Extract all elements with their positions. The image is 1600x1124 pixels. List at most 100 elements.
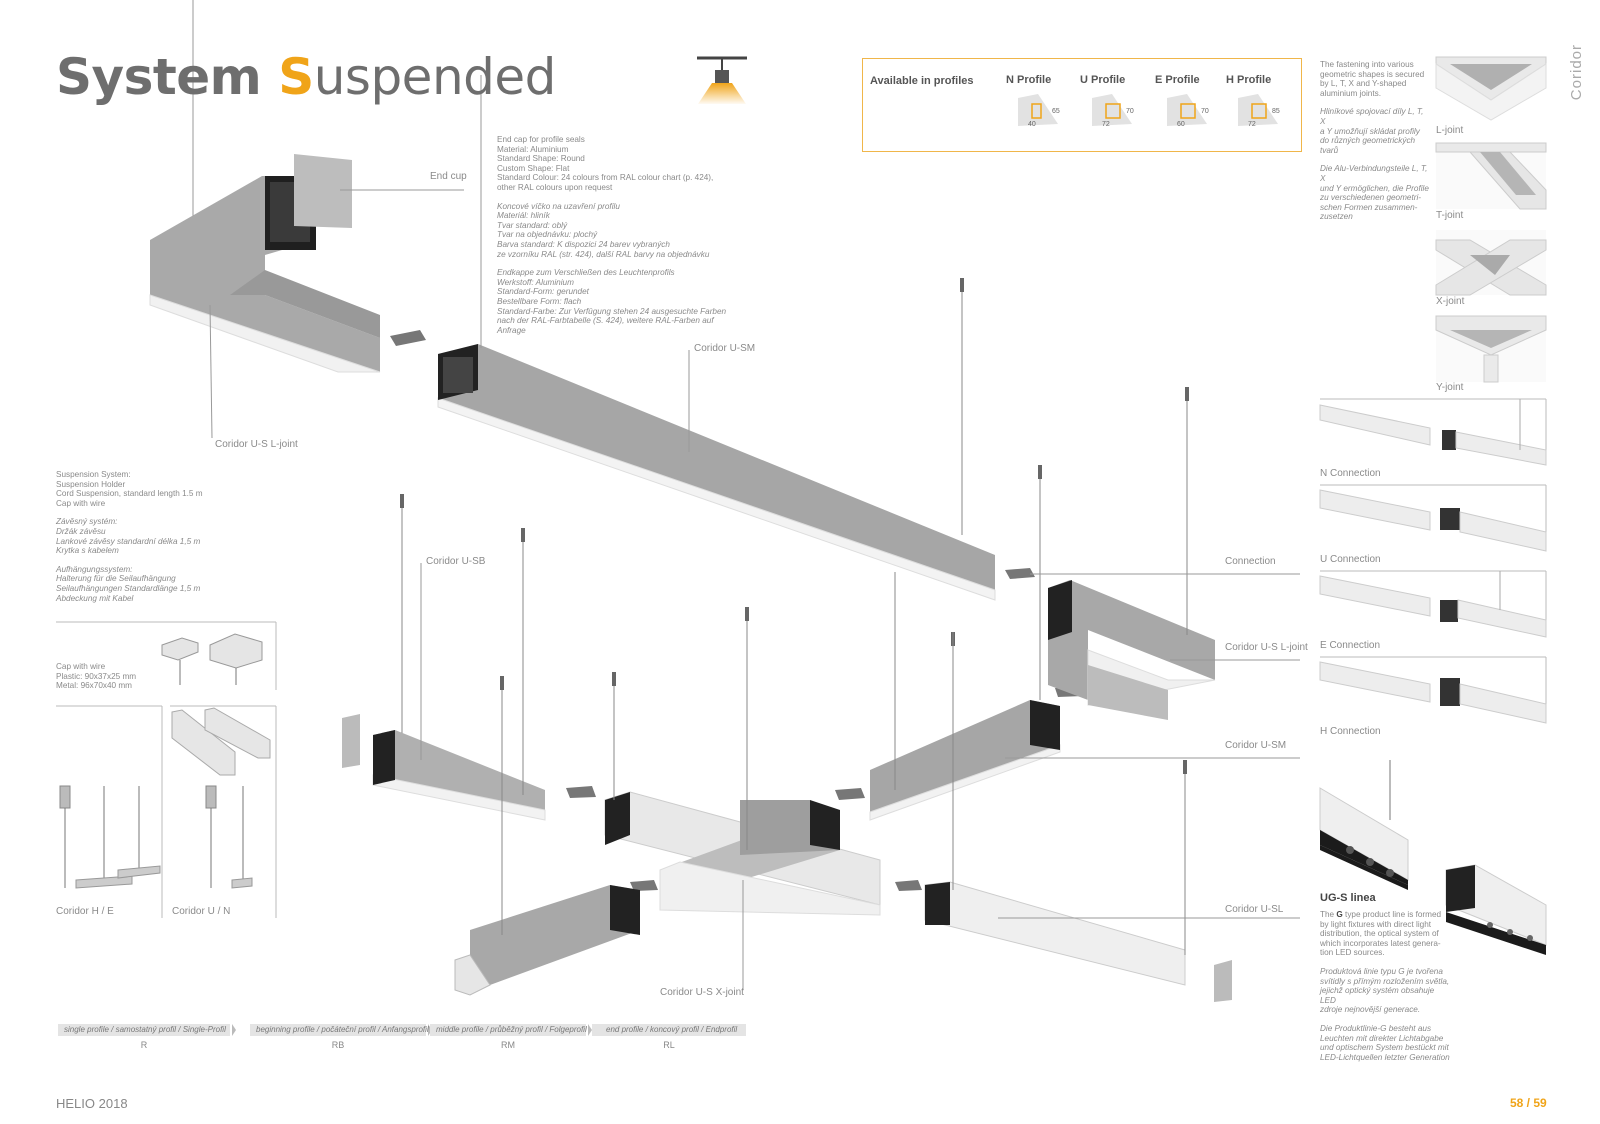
label-us-ljoint-right: Coridor U-S L-joint	[1225, 642, 1308, 653]
profile-width: 72	[1248, 121, 1256, 128]
page-number: 58 / 59	[1510, 1096, 1547, 1110]
profile-usl	[924, 881, 1232, 1002]
suspension-holders	[59, 707, 271, 889]
text-line: Standard-Farbe: Zur Verfügung stehen 24 …	[497, 306, 727, 316]
profile-name: U Profile	[1080, 74, 1126, 86]
text-line: tvarů	[1320, 145, 1339, 155]
text-line: Materiál: hliník	[497, 211, 550, 221]
label-n-connection: N Connection	[1320, 468, 1381, 479]
text-line: Lankové závěsy standardní délka 1,5 m	[56, 536, 201, 546]
label-usm-right: Coridor U-SM	[1225, 740, 1287, 751]
text-line: Cap with wire	[56, 498, 106, 508]
text-line: other RAL colours upon request	[497, 182, 613, 192]
profile-section-icon	[1163, 92, 1213, 137]
text-line: a Y umožňují skládat profily	[1320, 126, 1420, 136]
text-line: nach der RAL-Farbtabelle (S. 424), weite…	[497, 316, 714, 326]
text-line: svítidly s přímým rozložením světla,	[1320, 976, 1450, 986]
x-joint-center	[604, 791, 881, 916]
legend-code-r: R	[140, 1040, 148, 1050]
text-line: Hliníkové spojovací díly L, T, X	[1320, 107, 1424, 126]
label-usb: Coridor U-SB	[426, 556, 486, 567]
profile-name: H Profile	[1226, 74, 1272, 86]
label-coridor-he: Coridor H / E	[56, 906, 114, 917]
text-line: Suspension Holder	[56, 479, 126, 489]
text-line: schen Formen zusammen-	[1320, 202, 1418, 212]
label-coridor-un: Coridor U / N	[172, 906, 231, 917]
text-line: End cap for profile seals	[497, 135, 585, 144]
label-connection: Connection	[1225, 556, 1276, 567]
text-line: Držák závěsu	[56, 526, 106, 536]
profile-width: 40	[1028, 121, 1036, 128]
text-line: type product line is formed	[1345, 910, 1442, 919]
t-joint-image	[1435, 142, 1547, 210]
text-line: aluminium joints.	[1320, 88, 1381, 98]
text-line: ze vzorníku RAL (str. 424), další RAL ba…	[497, 249, 710, 259]
text-line: by light fixtures with direct light	[1320, 919, 1432, 929]
section-title-vertical: Coridor	[1568, 44, 1585, 101]
text-line: distribution, the optical system of	[1320, 929, 1439, 939]
profile-usb	[342, 714, 546, 821]
label-x-joint: X-joint	[1436, 296, 1465, 307]
text-line: zu verschiedenen geometri-	[1320, 193, 1422, 203]
text-line: Seilaufhängungen Standardlänge 1,5 m	[56, 583, 201, 593]
text-line: und optischem System bestückt mit	[1320, 1043, 1449, 1053]
label-l-joint: L-joint	[1436, 125, 1464, 136]
profile-height: 85	[1272, 108, 1280, 115]
text-line: The fastening into various	[1320, 60, 1414, 69]
label-us-xjoint: Coridor U-S X-joint	[660, 987, 744, 998]
text-line: Závěsný systém:	[56, 517, 118, 527]
text-line: Endkappe zum Verschließen des Leuchtenpr…	[497, 268, 675, 278]
legend-code-rb: RB	[331, 1040, 345, 1050]
text-line: Standard Shape: Round	[497, 154, 585, 164]
x-joint-image	[1435, 230, 1547, 296]
text-line: geometric shapes is secured	[1320, 69, 1425, 79]
text-line: by L, T, X and Y-shaped	[1320, 79, 1407, 89]
text-line: Cord Suspension, standard length 1.5 m	[56, 489, 203, 499]
profile-usm-long	[437, 344, 996, 601]
text-line: Tvar standard: oblý	[497, 220, 568, 230]
text-line: LED-Lichtquellen letzter Generation	[1320, 1052, 1450, 1062]
text-line: und Y ermöglichen, die Profile	[1320, 183, 1429, 193]
profile-section-icon	[1014, 92, 1064, 137]
text-line: Die Alu-Verbindungsteile L, T, X	[1320, 164, 1428, 183]
legend-middle: middle profile / průběžný profil / Folge…	[430, 1024, 587, 1036]
text-line: tion LED sources.	[1320, 948, 1385, 958]
profile-height: 70	[1126, 108, 1134, 115]
y-joint-image	[1435, 315, 1547, 383]
legend-beginning: beginning profile / počáteční profil / A…	[250, 1024, 429, 1036]
text-line: Suspension System:	[56, 470, 131, 479]
text-line: Material: Aluminium	[497, 144, 569, 154]
label-e-connection: E Connection	[1320, 640, 1381, 651]
profile-usm-right	[869, 700, 1061, 821]
label-u-connection: U Connection	[1320, 554, 1381, 565]
legend-single: single profile / samostatný profil / Sin…	[58, 1024, 230, 1036]
page-title: System Suspended	[56, 48, 556, 106]
profile-section-icon	[1234, 92, 1284, 137]
text-line: Abdeckung mit Kabel	[56, 593, 134, 603]
label-h-connection: H Connection	[1320, 726, 1381, 737]
text-line: Anfrage	[497, 325, 526, 335]
label-usl: Coridor U-SL	[1225, 904, 1284, 915]
profile-section-icon	[1088, 92, 1138, 137]
label-us-ljoint: Coridor U-S L-joint	[215, 439, 298, 450]
text-line: Custom Shape: Flat	[497, 163, 570, 173]
connection-images	[1319, 398, 1547, 724]
text-line: Standard-Form: gerundet	[497, 287, 589, 297]
text-line: Cap with wire	[56, 662, 106, 671]
text-line: Standard Colour: 24 colours from RAL col…	[497, 173, 714, 183]
text-line: do různých geometrických	[1320, 136, 1416, 146]
profiles-title: Available in profiles	[870, 75, 974, 87]
footer-brand: HELIO 2018	[56, 1096, 128, 1111]
profile-width: 60	[1177, 121, 1185, 128]
text-line: Leuchten mit direkter Lichtabgabe	[1320, 1033, 1444, 1043]
text-line: which incorporates latest genera-	[1320, 938, 1441, 948]
text-line: Werkstoff: Aluminium	[497, 277, 574, 287]
l-joint-right	[1048, 580, 1216, 720]
ugs-linea-image	[1319, 760, 1547, 955]
